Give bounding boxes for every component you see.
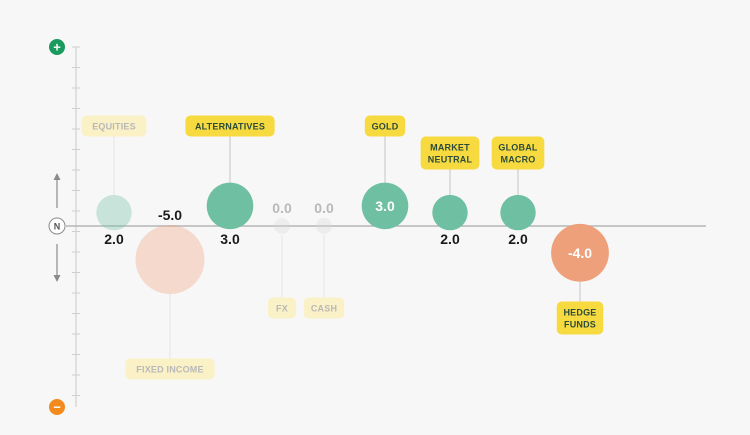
asset-label: FIXED INCOME — [136, 365, 203, 375]
value-label: 2.0 — [440, 231, 460, 247]
asset-label: MACRO — [501, 155, 536, 165]
value-label: 2.0 — [104, 231, 124, 247]
bubble-global-macro — [500, 194, 536, 231]
value-label: -5.0 — [158, 207, 182, 223]
value-label: 3.0 — [220, 231, 240, 247]
bubble-hedge-funds — [551, 223, 609, 282]
bubble-market-neutral — [432, 194, 468, 231]
value-label: 2.0 — [508, 231, 528, 247]
bubble-fx — [274, 218, 290, 234]
asset-label: FX — [276, 304, 288, 314]
value-label: 0.0 — [272, 200, 292, 216]
value-label: -4.0 — [568, 245, 592, 261]
label-box[interactable] — [185, 115, 275, 137]
bubble-alternatives — [206, 182, 254, 230]
bubble-equities — [96, 194, 132, 231]
bubble-fixed-income — [135, 225, 205, 294]
label-box[interactable] — [81, 115, 147, 137]
label-box[interactable] — [420, 136, 480, 170]
asset-label: HEDGE — [563, 308, 596, 318]
asset-label: EQUITIES — [92, 122, 136, 132]
label-box[interactable] — [491, 136, 545, 170]
label-box[interactable] — [556, 301, 604, 335]
bubble-gold — [361, 182, 409, 230]
plus-icon-glyph: + — [53, 40, 61, 55]
minus-icon — [49, 399, 65, 415]
label-box[interactable] — [267, 297, 297, 319]
asset-label: GOLD — [372, 122, 399, 132]
asset-label: ALTERNATIVES — [195, 122, 265, 132]
neutral-icon-glyph: N — [54, 222, 61, 232]
asset-label: NEUTRAL — [428, 155, 473, 165]
plus-icon — [49, 39, 65, 55]
asset-label: MARKET — [430, 143, 470, 153]
bubble-cash — [316, 218, 332, 234]
label-box[interactable] — [364, 115, 406, 137]
asset-label: GLOBAL — [498, 143, 537, 153]
label-box[interactable] — [125, 358, 215, 380]
minus-icon-glyph: − — [53, 400, 61, 415]
value-label: 0.0 — [314, 200, 334, 216]
asset-label: CASH — [311, 304, 337, 314]
label-box[interactable] — [303, 297, 345, 319]
down-arrow-icon — [53, 275, 61, 282]
up-arrow-icon — [53, 173, 61, 180]
asset-label: FUNDS — [564, 320, 596, 330]
value-label: 3.0 — [375, 198, 395, 214]
neutral-icon — [48, 217, 66, 235]
